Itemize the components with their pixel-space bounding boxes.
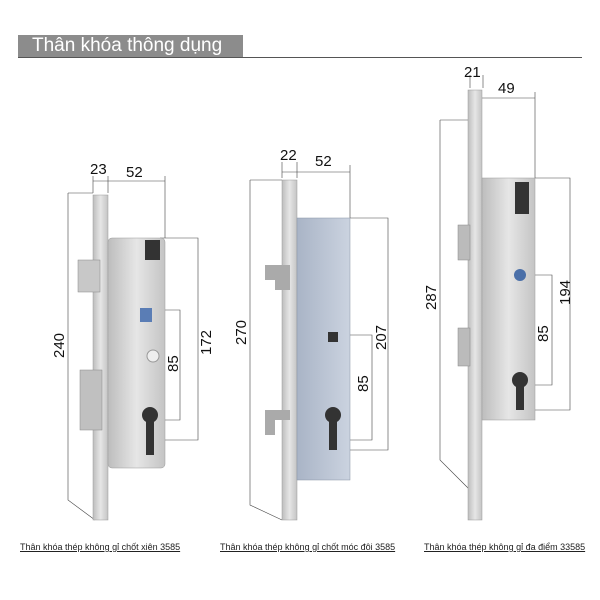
- lock-3-faceplate-width: 21: [464, 64, 481, 81]
- lock-1-caption: Thân khóa thép không gỉ chốt xiên 3585: [20, 542, 181, 552]
- lock-2-drawing: [265, 179, 351, 521]
- lock-2-body-depth: 52: [315, 153, 332, 170]
- lock-2-body-height: 207: [373, 325, 390, 350]
- lock-1-center-distance: 85: [165, 355, 182, 372]
- lock-1-faceplate-width: 23: [90, 161, 107, 178]
- lock-2-faceplate-width: 22: [280, 147, 297, 164]
- lock-2-center-distance: 85: [355, 375, 372, 392]
- title-divider: [18, 57, 582, 58]
- lock-3-caption: Thân khóa thép không gỉ đa điểm 33585: [424, 542, 586, 552]
- lock-3-body-height: 194: [557, 280, 574, 305]
- lock-3-body-depth: 49: [498, 80, 515, 97]
- lock-1-body-height: 172: [198, 330, 215, 355]
- lock-1-height: 240: [51, 333, 68, 358]
- lock-2-caption: Thân khóa thép không gỉ chốt móc đôi 358…: [220, 542, 396, 552]
- lock-3-height: 287: [423, 285, 440, 310]
- lock-3-drawing: [457, 89, 536, 521]
- section-title: Thân khóa thông dụng: [18, 35, 243, 57]
- lock-2-height: 270: [233, 320, 250, 345]
- lock-1-body-depth: 52: [126, 164, 143, 181]
- lock-3-center-distance: 85: [535, 325, 552, 342]
- lock-1-drawing: [77, 194, 166, 521]
